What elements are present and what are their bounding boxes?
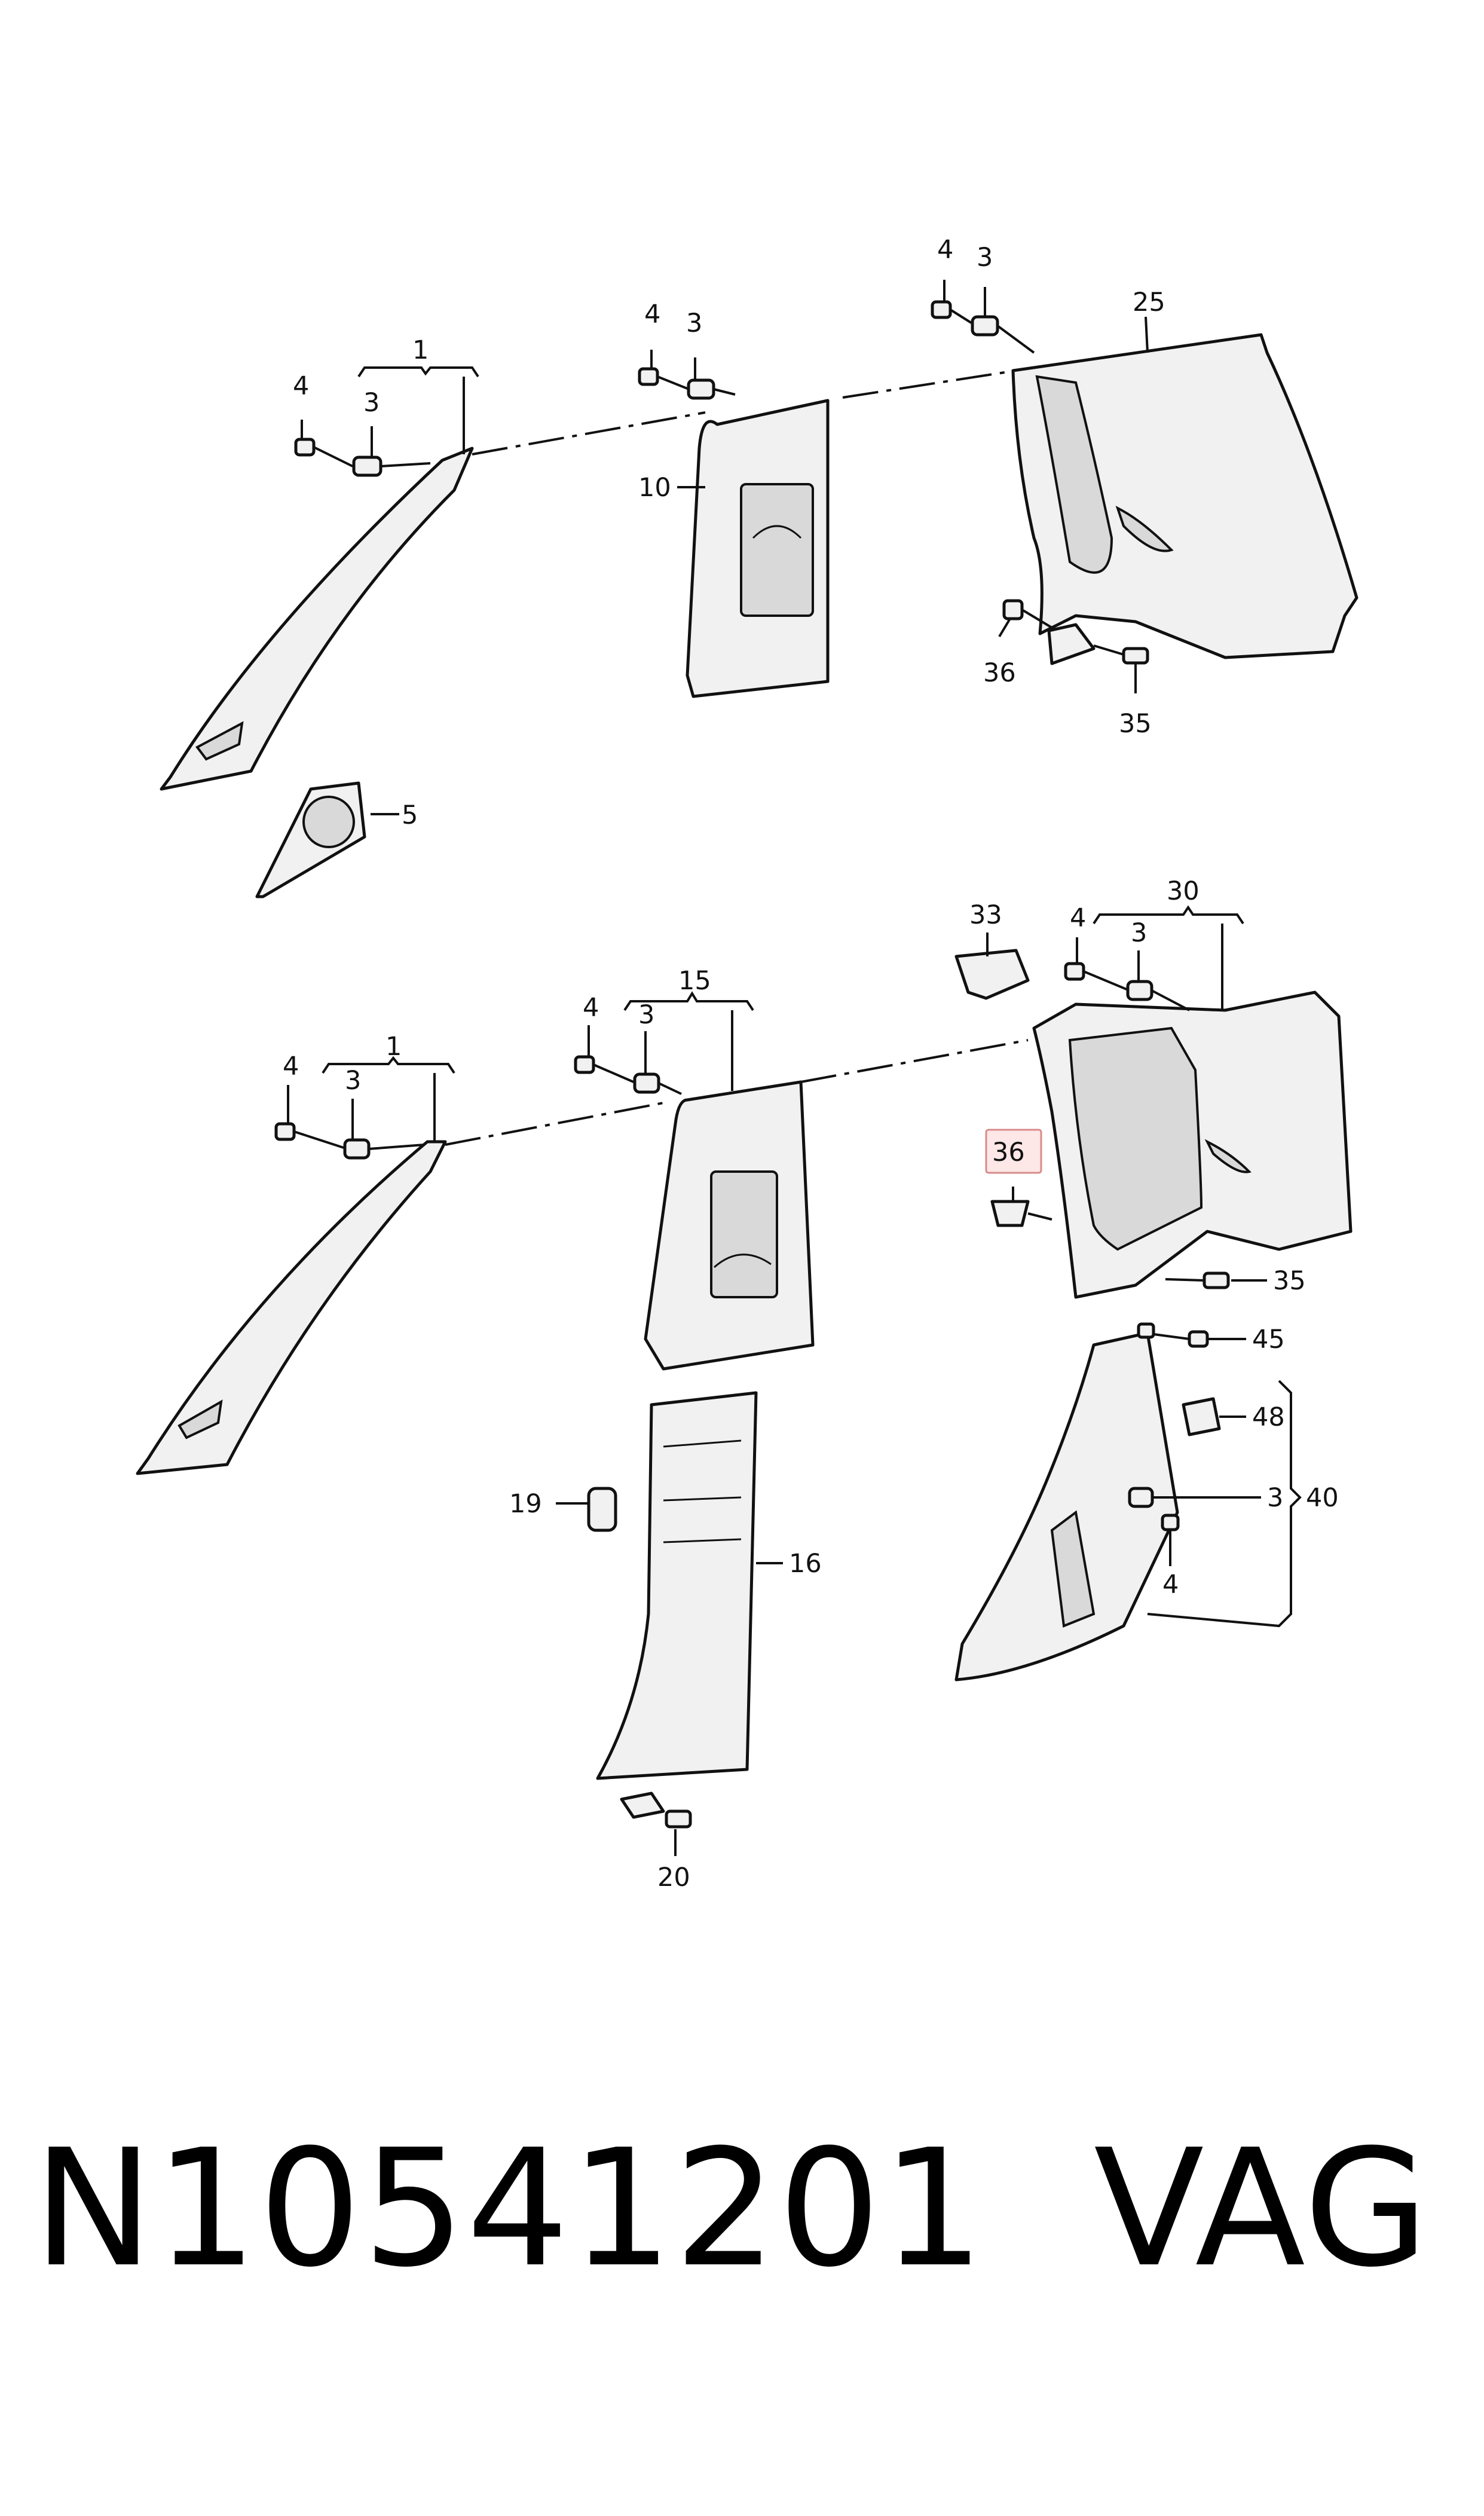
callout-33: 33 xyxy=(969,900,1002,930)
a-pillar-trim-top xyxy=(160,447,474,791)
callout-5: 5 xyxy=(402,800,418,830)
bottom-assembly: 1 4 3 15 4 3 33 4 3 30 36 35 45 48 3 40 … xyxy=(136,876,1353,1893)
b-pillar-lower xyxy=(596,1391,758,1780)
clip-36-bottom xyxy=(990,1200,1030,1227)
quarter-trim-window-top xyxy=(1035,375,1113,574)
callout-10: 10 xyxy=(638,473,671,503)
callout-48: 48 xyxy=(1252,1402,1285,1432)
cap-48 xyxy=(1182,1397,1221,1436)
callout-36-top: 36 xyxy=(983,658,1016,688)
callout-3-bottom-b: 3 xyxy=(638,1000,654,1030)
fasteners-bottom xyxy=(274,962,1230,1829)
callout-3-bottom-c: 3 xyxy=(1131,918,1147,948)
callout-35-bottom: 35 xyxy=(1273,1266,1306,1296)
part-number-label: N10541201 xyxy=(33,2114,986,2303)
top-assembly: 1 4 3 5 4 3 10 4 3 25 36 35 xyxy=(160,235,1358,898)
callout-40: 40 xyxy=(1306,1483,1339,1513)
callout-3-top-c: 3 xyxy=(977,243,993,273)
callout-1-top: 1 xyxy=(412,335,429,365)
fasteners-top xyxy=(294,300,1149,665)
callout-4-bottom-b: 4 xyxy=(583,993,599,1023)
lower-rear-trim-pocket xyxy=(1050,1510,1096,1628)
alignment-line-top xyxy=(472,369,1017,455)
callout-36-bottom: 36 xyxy=(992,1138,1025,1167)
callout-3-top-a: 3 xyxy=(363,388,380,418)
callout-35-top: 35 xyxy=(1119,709,1152,739)
callout-16: 16 xyxy=(789,1549,822,1579)
callout-30: 30 xyxy=(1167,876,1200,906)
lower-rear-trim xyxy=(954,1331,1179,1682)
brand-label: VAG xyxy=(1094,2114,1430,2303)
callout-3-bottom-a: 3 xyxy=(345,1066,361,1096)
callout-4-bottom-a: 4 xyxy=(283,1051,299,1081)
a-pillar-slot-top xyxy=(195,721,244,761)
a-pillar-slot-bottom xyxy=(178,1399,223,1439)
clip-19 xyxy=(587,1487,617,1532)
b-pillar-belt-slot-top xyxy=(740,483,814,617)
callout-15: 15 xyxy=(678,966,711,996)
leaders-top xyxy=(301,280,1149,815)
callout-20: 20 xyxy=(657,1863,690,1893)
callout-3-group: 3 xyxy=(1267,1483,1283,1513)
a-pillar-trim-bottom xyxy=(136,1140,447,1475)
callout-4-group: 4 xyxy=(1162,1570,1179,1600)
callout-45: 45 xyxy=(1252,1325,1285,1355)
quarter-trim-top xyxy=(1011,333,1358,659)
leaders-bottom xyxy=(287,905,1302,1856)
callout-1-bottom: 1 xyxy=(385,1032,402,1062)
speaker-grille xyxy=(302,796,355,848)
quarter-trim-handle-top xyxy=(1115,506,1174,552)
callout-4-top-b: 4 xyxy=(644,299,660,329)
callout-19: 19 xyxy=(509,1489,542,1519)
callout-4-top-c: 4 xyxy=(937,235,953,265)
callout-25: 25 xyxy=(1133,288,1165,317)
callout-3-top-b: 3 xyxy=(686,308,702,338)
callout-4-top-a: 4 xyxy=(293,371,309,401)
alignment-line-bottom xyxy=(445,1039,1029,1146)
callout-4-bottom-c: 4 xyxy=(1070,903,1086,933)
bracket-33 xyxy=(954,949,1030,1000)
b-pillar-belt-slot-bottom xyxy=(710,1170,778,1298)
quarter-trim-window-bottom xyxy=(1068,1026,1203,1251)
callout-36-highlight xyxy=(985,1129,1042,1174)
quarter-trim-handle-bottom xyxy=(1204,1139,1252,1173)
